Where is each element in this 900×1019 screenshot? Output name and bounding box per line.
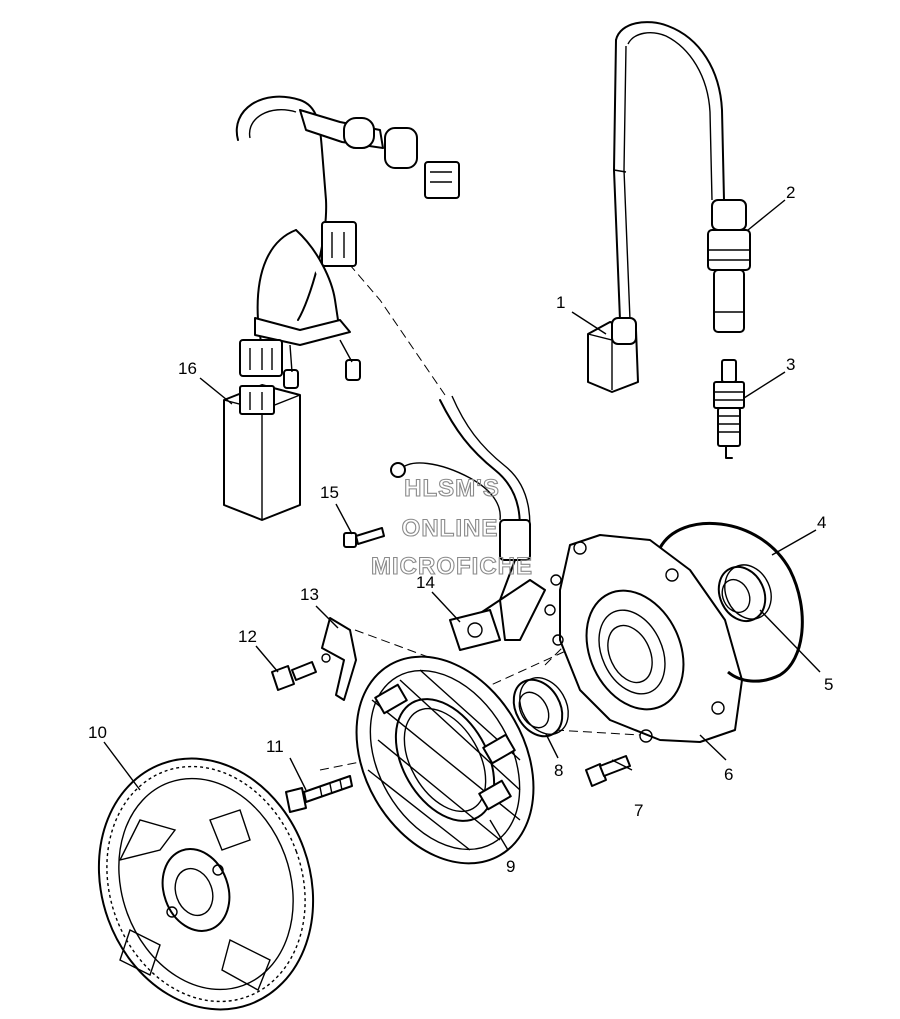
- o-ring[interactable]: [658, 521, 804, 683]
- callout-15: 15: [320, 483, 339, 502]
- screw-15[interactable]: [343, 527, 385, 548]
- spark-plug[interactable]: [713, 359, 745, 459]
- callout-14: 14: [416, 573, 435, 592]
- callout-2: 2: [786, 183, 795, 202]
- leader-lines: [103, 199, 821, 851]
- bracket[interactable]: [321, 617, 357, 701]
- oil-seal[interactable]: [504, 669, 578, 745]
- wiring-harness[interactable]: [235, 95, 460, 389]
- callout-9: 9: [506, 857, 515, 876]
- bolt-11[interactable]: [285, 775, 353, 813]
- flywheel[interactable]: [64, 728, 347, 1019]
- callout-12: 12: [238, 627, 257, 646]
- watermark-line-1: HLSM'S: [404, 475, 500, 502]
- watermark-line-3: MICROFICHE: [371, 553, 533, 580]
- callout-1: 1: [556, 293, 565, 312]
- callout-3: 3: [786, 355, 795, 374]
- bolt-7[interactable]: [585, 755, 631, 787]
- bearing[interactable]: [710, 557, 780, 628]
- callout-10: 10: [88, 723, 107, 742]
- watermark-line-2: ONLINE: [402, 515, 499, 542]
- callout-5: 5: [824, 675, 833, 694]
- callout-7: 7: [634, 801, 643, 820]
- callout-4: 4: [817, 513, 826, 532]
- callout-6: 6: [724, 765, 733, 784]
- spark-plug-cap[interactable]: [707, 199, 751, 333]
- ignition-coil[interactable]: [587, 21, 725, 393]
- stator[interactable]: [321, 625, 570, 896]
- pickup-coil[interactable]: [390, 395, 546, 651]
- bolt-12[interactable]: [271, 661, 317, 691]
- callout-8: 8: [554, 761, 563, 780]
- watermark: HLSM'S ONLINE MICROFICHE: [370, 474, 533, 580]
- cdi-box[interactable]: [223, 384, 301, 521]
- callout-16: 16: [178, 359, 197, 378]
- stator-plate[interactable]: [544, 534, 743, 743]
- callout-11: 11: [266, 737, 284, 756]
- callout-13: 13: [300, 585, 319, 604]
- callout-numbers: 1 2 3 4 5 6 7 8 9 10 11 12 13 14 15 16: [88, 183, 833, 876]
